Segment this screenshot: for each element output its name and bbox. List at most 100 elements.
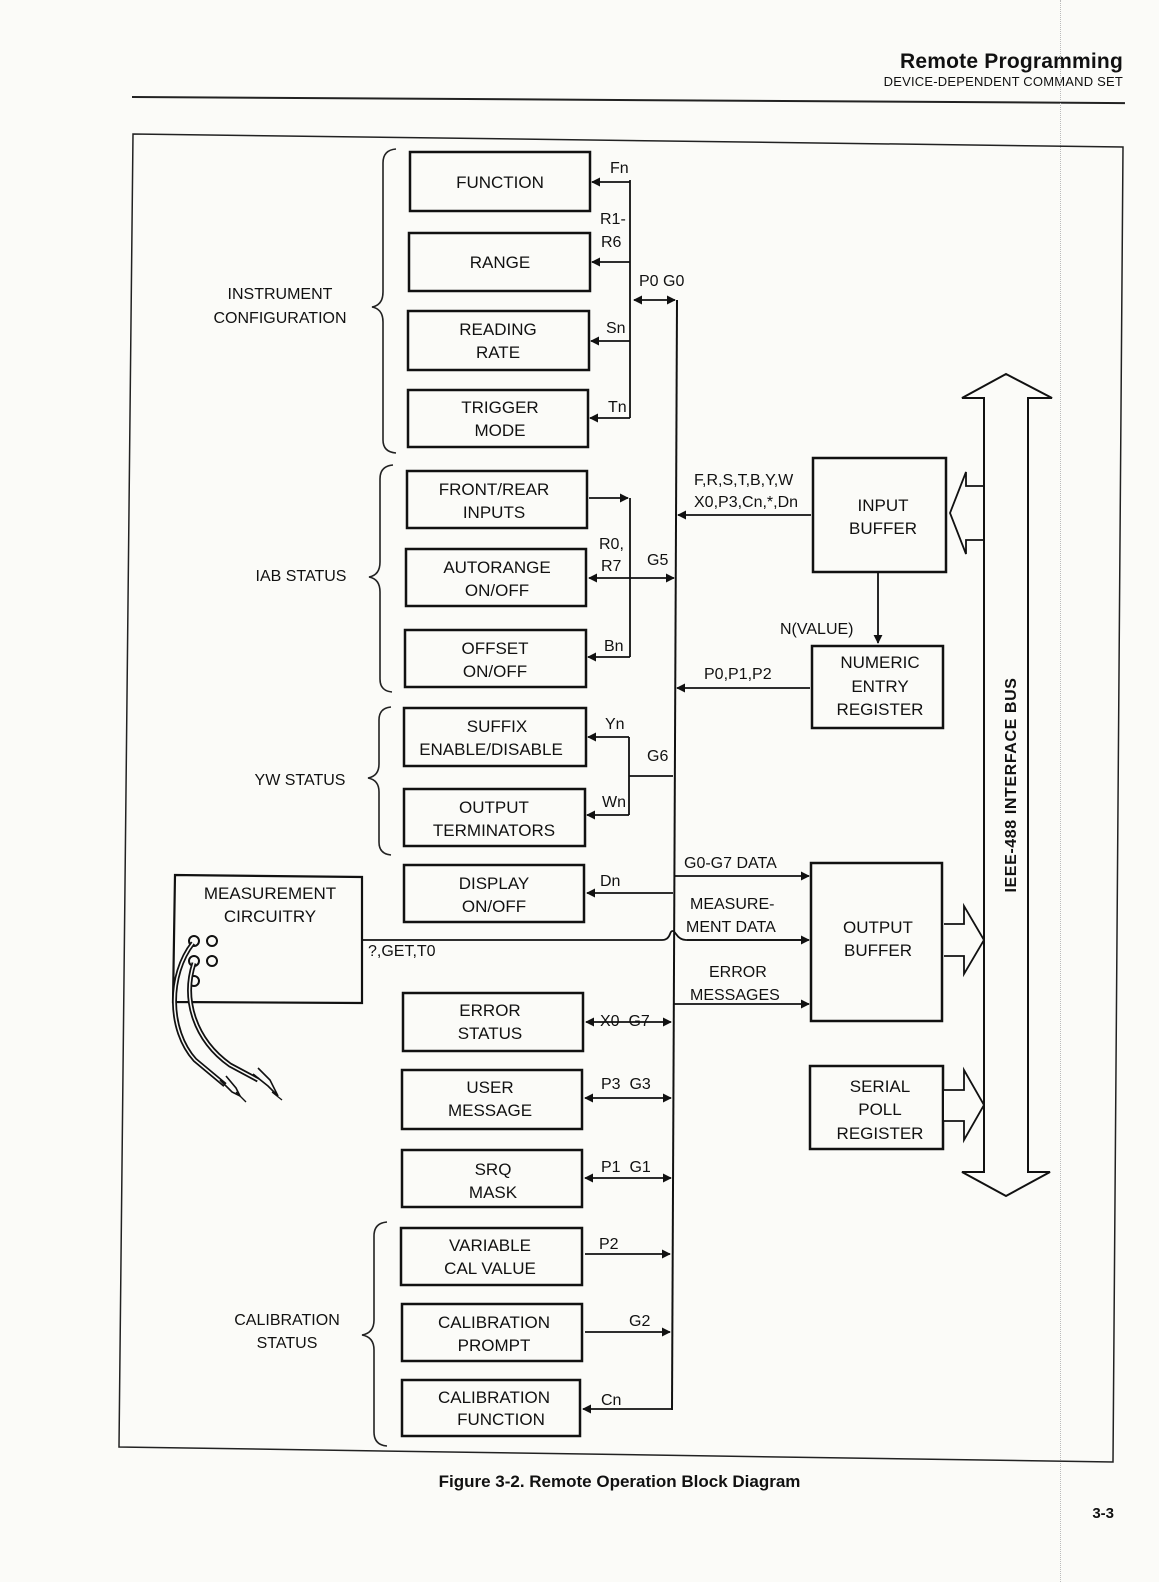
input-jacks-icon — [188, 935, 218, 987]
sig-dn: Dn — [600, 873, 620, 890]
sig-x0g7: X0 G7 — [600, 1013, 650, 1030]
block-user-message: USER MESSAGE — [400, 1068, 584, 1131]
block-trigger-mode: TRIGGER MODE — [406, 388, 590, 449]
svg-text:MEASUREMENT: MEASUREMENT — [204, 884, 336, 903]
svg-text:CALIBRATION: CALIBRATION — [438, 1388, 550, 1407]
figure-caption: Figure 3-2. Remote Operation Block Diagr… — [438, 1472, 801, 1491]
block-numeric-entry: NUMERIC ENTRY REGISTER — [810, 644, 945, 730]
block-output-terminators: OUTPUT TERMINATORS — [402, 787, 587, 848]
yw-feed-lines — [586, 732, 673, 820]
svg-text:BUFFER: BUFFER — [844, 941, 912, 960]
svg-text:FRONT/REAR: FRONT/REAR — [439, 480, 550, 499]
svg-text:USER: USER — [466, 1078, 513, 1097]
brace-iab-status — [368, 464, 394, 693]
ieee488-bus-arrow — [961, 372, 1053, 1198]
svg-text:FUNCTION: FUNCTION — [457, 1410, 545, 1429]
label-yw-status: YW STATUS — [255, 772, 346, 789]
svg-text:VARIABLE: VARIABLE — [449, 1236, 531, 1255]
svg-text:RANGE: RANGE — [470, 253, 530, 272]
svg-text:MODE: MODE — [475, 421, 526, 440]
serial-poll-to-bus-arrow — [944, 1066, 986, 1144]
iab-feed-lines — [587, 493, 675, 662]
block-reading-rate: READING RATE — [406, 309, 591, 372]
block-srq-mask: SRQ MASK — [400, 1148, 584, 1209]
sig-g0g7: G0-G7 DATA — [684, 855, 777, 872]
sig-tn: Tn — [608, 399, 627, 416]
sig-err-1: ERROR — [709, 964, 767, 981]
block-offset: OFFSET ON/OFF — [403, 628, 588, 689]
bus-to-input-buffer-arrow — [949, 471, 983, 555]
output-buffer-to-bus-arrow — [944, 902, 986, 978]
block-function: FUNCTION — [408, 150, 592, 213]
sig-r1: R1- — [600, 211, 626, 228]
brace-instrument-config — [371, 148, 397, 454]
sig-meas-1: MEASURE- — [690, 896, 774, 913]
block-display: DISPLAY ON/OFF — [402, 863, 586, 924]
label-iab-status: IAB STATUS — [256, 568, 347, 585]
svg-text:SRQ: SRQ — [475, 1160, 512, 1179]
svg-text:STATUS: STATUS — [458, 1024, 523, 1043]
sig-wn: Wn — [602, 794, 626, 811]
svg-text:ON/OFF: ON/OFF — [462, 897, 526, 916]
svg-text:ON/OFF: ON/OFF — [463, 662, 527, 681]
block-measurement-circuitry: MEASUREMENT CIRCUITRY — [171, 873, 364, 1005]
sig-yn: Yn — [605, 716, 625, 733]
svg-text:OUTPUT: OUTPUT — [459, 798, 529, 817]
svg-text:CAL VALUE: CAL VALUE — [444, 1259, 536, 1278]
sig-fn: Fn — [610, 160, 629, 177]
label-calibration-status-2: STATUS — [257, 1335, 318, 1352]
svg-text:RATE: RATE — [476, 343, 520, 362]
block-serial-poll: SERIAL POLL REGISTER — [808, 1064, 945, 1151]
test-leads-icon — [172, 941, 283, 1103]
svg-text:FUNCTION: FUNCTION — [456, 173, 544, 192]
sig-p3g3: P3 G3 — [601, 1076, 651, 1093]
sig-g2: G2 — [629, 1313, 650, 1330]
svg-text:BUFFER: BUFFER — [849, 519, 917, 538]
sig-p0g0: P0 G0 — [639, 273, 684, 290]
svg-text:CIRCUITRY: CIRCUITRY — [224, 907, 316, 926]
block-front-rear-inputs: FRONT/REAR INPUTS — [405, 469, 589, 530]
svg-text:OUTPUT: OUTPUT — [843, 918, 913, 937]
sig-g5: G5 — [647, 552, 668, 569]
sig-g6: G6 — [647, 748, 668, 765]
block-suffix: SUFFIX ENABLE/DISABLE — [402, 706, 588, 768]
svg-text:SUFFIX: SUFFIX — [467, 717, 527, 736]
label-instrument-config: INSTRUMENT — [228, 286, 333, 303]
sig-cn: Cn — [601, 1392, 621, 1409]
sig-err-2: MESSAGES — [690, 987, 780, 1004]
brace-calibration-status — [361, 1221, 388, 1447]
sig-get: ?,GET,T0 — [368, 943, 436, 960]
svg-text:INPUT: INPUT — [858, 496, 909, 515]
block-calibration-prompt: CALIBRATION PROMPT — [400, 1302, 584, 1363]
diagram-frame — [118, 133, 1124, 1463]
svg-text:TRIGGER: TRIGGER — [461, 398, 538, 417]
status-links — [582, 1017, 672, 1414]
svg-text:INPUTS: INPUTS — [463, 503, 525, 522]
svg-text:REGISTER: REGISTER — [837, 700, 924, 719]
svg-text:TERMINATORS: TERMINATORS — [433, 821, 555, 840]
main-bus-line — [671, 299, 678, 1411]
svg-text:MASK: MASK — [469, 1183, 518, 1202]
block-output-buffer: OUTPUT BUFFER — [809, 861, 944, 1023]
svg-text:DISPLAY: DISPLAY — [459, 874, 530, 893]
sig-p012: P0,P1,P2 — [704, 666, 772, 683]
ieee488-bus-label: IEEE-488 INTERFACE BUS — [1003, 677, 1020, 892]
svg-text:POLL: POLL — [858, 1100, 901, 1119]
sig-sn: Sn — [606, 320, 626, 337]
sig-p2: P2 — [599, 1236, 619, 1253]
block-error-status: ERROR STATUS — [401, 991, 585, 1053]
sig-p1g1: P1 G1 — [601, 1159, 651, 1176]
svg-text:ON/OFF: ON/OFF — [465, 581, 529, 600]
svg-text:MESSAGE: MESSAGE — [448, 1101, 532, 1120]
block-range: RANGE — [407, 231, 592, 293]
sig-meas-2: MENT DATA — [686, 919, 776, 936]
svg-text:AUTORANGE: AUTORANGE — [443, 558, 550, 577]
sig-r7: R7 — [601, 558, 622, 575]
brace-yw-status — [367, 706, 392, 856]
svg-text:OFFSET: OFFSET — [461, 639, 528, 658]
sig-bn: Bn — [604, 638, 624, 655]
svg-text:ERROR: ERROR — [459, 1001, 520, 1020]
svg-text:READING: READING — [459, 320, 536, 339]
output-buffer-inputs — [674, 871, 810, 1009]
